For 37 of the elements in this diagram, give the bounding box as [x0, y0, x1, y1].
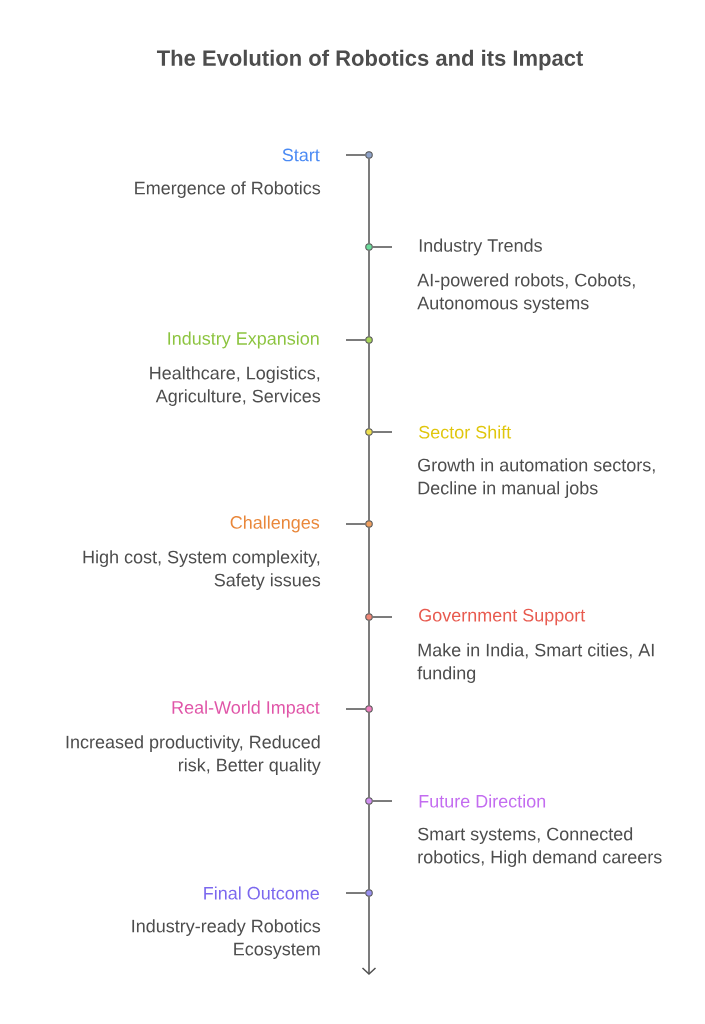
tick-line	[345, 154, 366, 156]
tick-line	[345, 892, 366, 894]
timeline-line	[368, 620, 370, 706]
milestone-description: Growth in automation sectors, Decline in manual jobs	[418, 458, 655, 498]
tick-line	[372, 431, 393, 433]
milestone-heading: Government Support	[419, 608, 586, 626]
timeline-line	[368, 435, 370, 521]
milestone-heading: Start	[282, 148, 320, 162]
timeline-line	[368, 712, 370, 798]
milestone-description: Emergence of Robotics	[135, 181, 321, 198]
tick-line	[372, 246, 393, 248]
milestone-description: AI-powered robots, Cobots, Autonomous systems	[417, 273, 635, 313]
tick-line	[372, 616, 393, 618]
milestone-description: Make in India, Smart cities, AI funding	[417, 643, 654, 683]
milestone-heading: Real-World Impact	[172, 700, 320, 718]
milestone-description: High cost, System complexity, Safety issues	[83, 550, 321, 590]
tick-line	[372, 800, 393, 802]
milestone-description: Industry-ready Robotics Ecosystem	[132, 919, 321, 959]
milestone-heading: Sector Shift	[419, 425, 512, 439]
tick-line	[345, 708, 366, 710]
milestone-description: Healthcare, Logistics, Agriculture, Services	[150, 366, 321, 406]
milestone-heading: Future Direction	[419, 794, 546, 808]
milestone-description: Smart systems, Connected robotics, High demand careers	[418, 827, 662, 867]
milestone-heading: Final Outcome	[204, 886, 319, 900]
tick-line	[345, 339, 366, 341]
timeline-line	[368, 250, 370, 337]
tick-line	[345, 523, 366, 525]
milestone-description: Increased productivity, Reduced risk, Better quality	[66, 735, 321, 775]
timeline-line	[368, 158, 370, 244]
milestone-heading: Industry Trends	[419, 238, 542, 256]
title: The Evolution of Robotics and its Impact	[156, 49, 583, 71]
timeline-line	[368, 527, 370, 614]
arrow	[361, 896, 377, 975]
timeline-line	[368, 804, 370, 890]
milestone-heading: Industry Expansion	[168, 331, 319, 349]
milestone-heading: Challenges	[230, 515, 320, 533]
timeline-line	[368, 343, 370, 429]
